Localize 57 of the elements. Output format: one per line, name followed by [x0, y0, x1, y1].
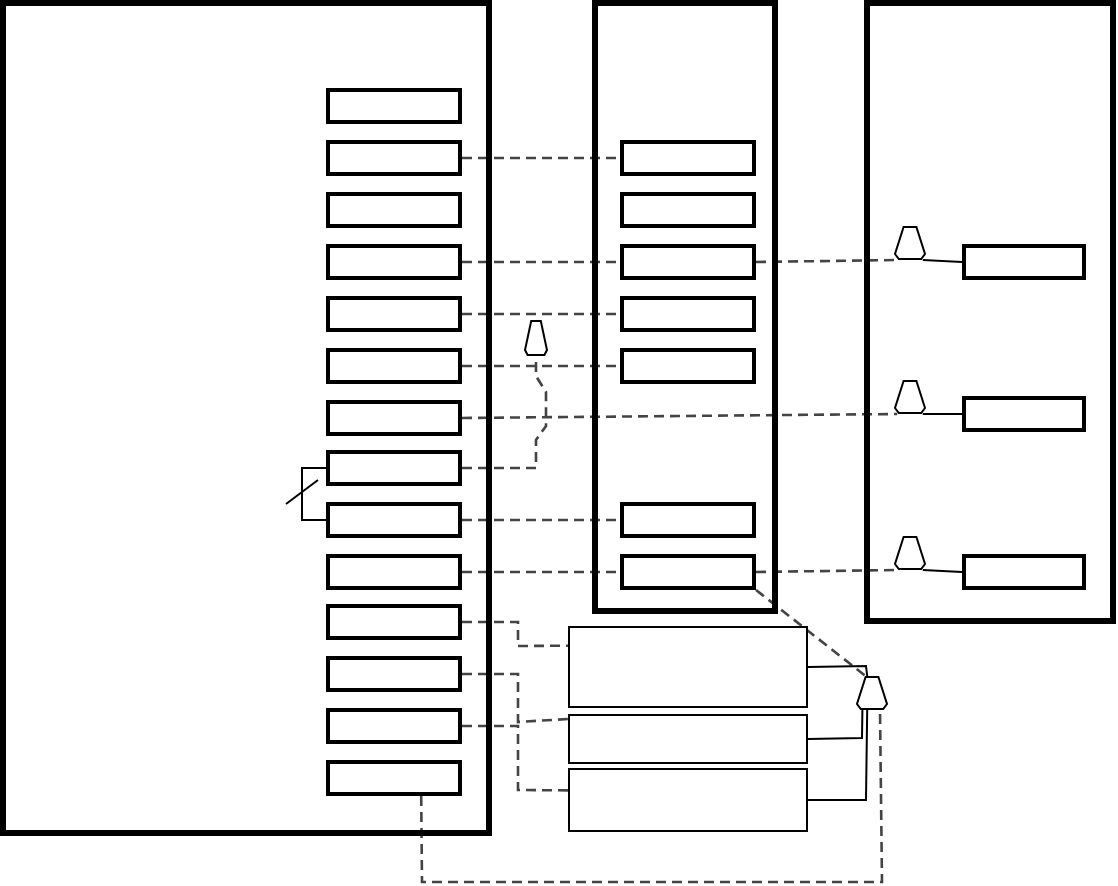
- terminal-box: [326, 192, 462, 228]
- terminal-box: [962, 396, 1086, 432]
- wire: [921, 259, 963, 263]
- terminal-box: [326, 244, 462, 280]
- plug-symbol: [894, 226, 926, 260]
- terminal-box: [962, 554, 1086, 590]
- terminal-box: [620, 296, 756, 332]
- dashed-wire: [462, 570, 620, 574]
- dashed-wire: [462, 260, 620, 264]
- plug-symbol: [894, 536, 926, 570]
- dashed-wire: [756, 568, 898, 574]
- wire: [807, 665, 869, 677]
- dashed-wire: [462, 364, 620, 368]
- panel-frame: [864, 0, 1116, 624]
- terminal-box: [326, 296, 462, 332]
- terminal-box: [326, 554, 462, 590]
- dashed-wire: [462, 672, 569, 724]
- dashed-wire: [462, 620, 568, 648]
- terminal-box: [326, 400, 462, 436]
- terminal-box: [326, 604, 462, 640]
- terminal-box: [326, 140, 462, 176]
- dashed-wire: [755, 588, 867, 678]
- dashed-wire: [419, 710, 884, 884]
- terminal-box: [620, 244, 756, 280]
- dashed-wire: [462, 412, 898, 420]
- panel-frame: [0, 0, 492, 836]
- dashed-wire: [462, 156, 620, 160]
- terminal-box: [620, 348, 756, 384]
- dashed-wire: [462, 356, 548, 470]
- plug-symbol: [856, 676, 888, 710]
- terminal-box: [326, 760, 462, 796]
- wire: [807, 709, 869, 801]
- dashed-wire: [462, 518, 620, 522]
- terminal-box: [326, 450, 462, 486]
- terminal-box: [326, 656, 462, 692]
- dashed-wire: [462, 724, 568, 792]
- wire: [921, 569, 963, 573]
- terminal-box: [620, 140, 756, 176]
- dashed-wire: [756, 258, 898, 264]
- terminal-box: [620, 192, 756, 228]
- wire: [301, 467, 327, 521]
- plug-symbol: [524, 320, 548, 356]
- plug-symbol: [894, 380, 926, 414]
- terminal-box: [962, 244, 1086, 280]
- terminal-box: [326, 88, 462, 124]
- terminal-box: [326, 348, 462, 384]
- terminal-box: [326, 502, 462, 538]
- wire: [921, 413, 963, 415]
- device-box: [568, 714, 808, 764]
- dashed-wire: [462, 312, 620, 316]
- panel-frame: [592, 0, 778, 614]
- device-box: [568, 626, 808, 708]
- terminal-box: [620, 502, 756, 538]
- terminal-box: [326, 708, 462, 744]
- wire: [807, 709, 864, 740]
- terminal-box: [620, 554, 756, 590]
- device-box: [568, 768, 808, 832]
